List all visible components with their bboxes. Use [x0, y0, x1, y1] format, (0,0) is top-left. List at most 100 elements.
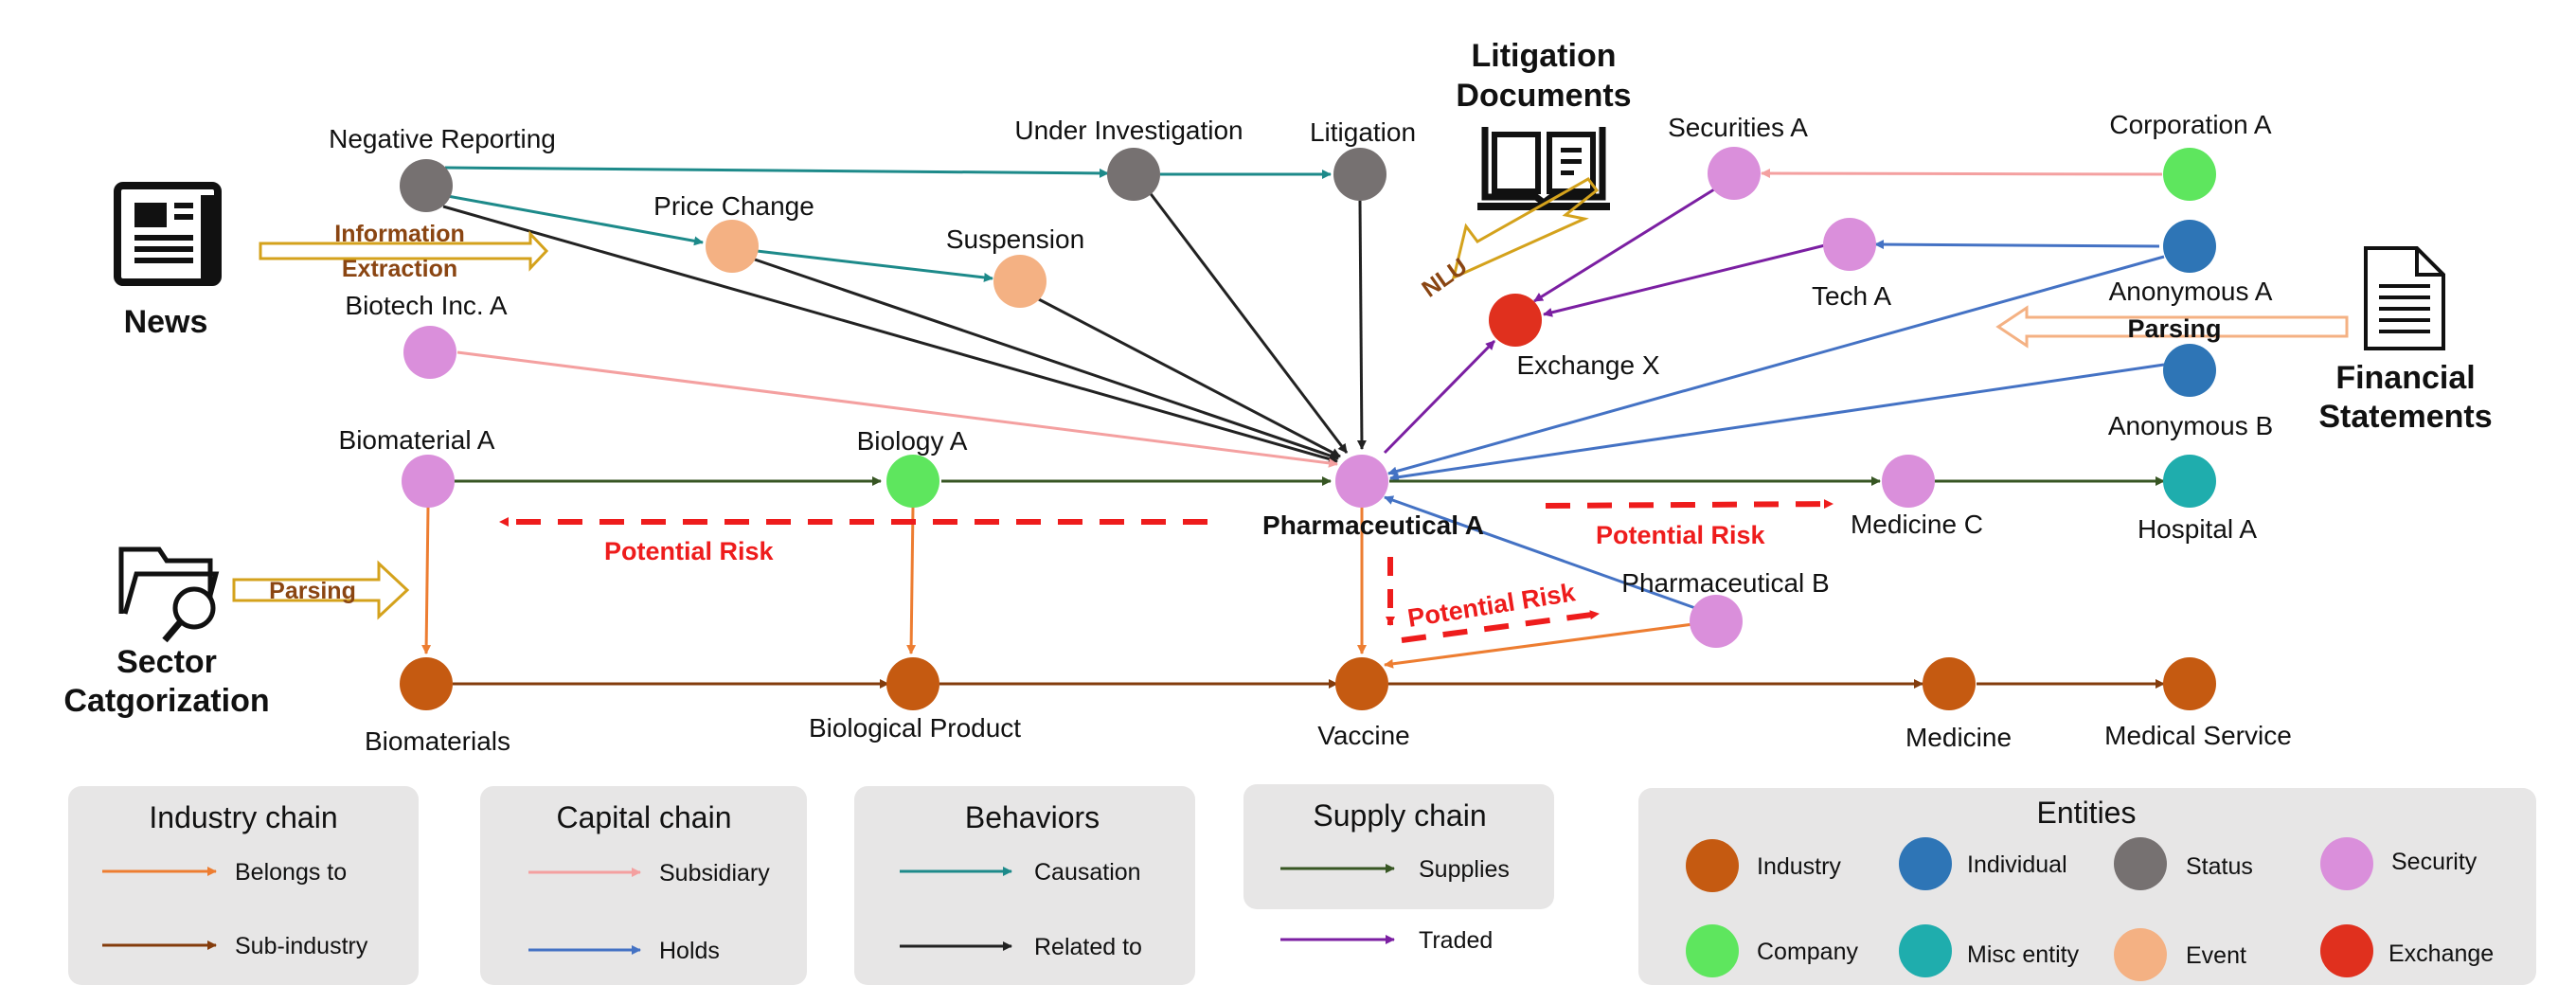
- legend-item: Company: [1757, 939, 1858, 965]
- nodes: [400, 147, 2216, 710]
- legend-title: Entities: [2037, 796, 2137, 830]
- node-negative-reporting[interactable]: [400, 159, 453, 212]
- node-label: Price Change: [653, 191, 814, 221]
- node-price-change[interactable]: [706, 220, 759, 273]
- legend-item: Traded: [1419, 927, 1493, 954]
- edge-belongs-to: [1384, 622, 1694, 669]
- legend-item: Belongs to: [235, 859, 347, 886]
- node-label: Medicine C: [1851, 510, 1983, 539]
- edge-holds: [1387, 255, 2165, 476]
- legend-item: Causation: [1034, 859, 1141, 886]
- legend-misc-entity-swatch: [1899, 924, 1952, 977]
- financial-statements-label: Statements: [2318, 399, 2492, 435]
- node-labels: Negative Reporting Price Change Suspensi…: [329, 110, 2292, 756]
- node-label: Tech A: [1812, 281, 1891, 311]
- legend-exchange-swatch: [2320, 924, 2373, 977]
- node-hospital-a[interactable]: [2163, 455, 2216, 508]
- node-label: Anonymous A: [2109, 277, 2273, 306]
- node-biology-a[interactable]: [886, 455, 939, 508]
- legend-item: Related to: [1034, 934, 1142, 960]
- legend-title: Supply chain: [1313, 798, 1486, 833]
- legend-entities: Entities Industry Individual Status Secu…: [1638, 788, 2536, 985]
- parsing-arrow-sector: Parsing: [232, 560, 410, 620]
- newspaper-icon: [114, 182, 222, 286]
- risk-label: Potential Risk: [604, 537, 775, 565]
- financial-statements-source: Financial Statements: [2318, 246, 2493, 435]
- edge-causation: [756, 249, 993, 282]
- legend-item: Security: [2391, 849, 2478, 875]
- litigation-documents-label: Documents: [1456, 78, 1631, 114]
- node-exchange-x[interactable]: [1489, 294, 1542, 347]
- node-biological-product[interactable]: [886, 657, 939, 710]
- node-label: Negative Reporting: [329, 124, 556, 153]
- node-medical-service[interactable]: [2163, 657, 2216, 710]
- edge-traded: [1543, 243, 1826, 317]
- edge-causation: [441, 193, 704, 246]
- book-icon: [1477, 127, 1610, 210]
- node-label: Biology A: [857, 426, 968, 456]
- node-label: Medical Service: [2104, 721, 2292, 750]
- sector-categorization-label: Sector: [116, 644, 217, 680]
- legend-item: Subsidiary: [659, 860, 770, 887]
- node-label: Vaccine: [1317, 721, 1410, 750]
- node-anonymous-a[interactable]: [2163, 220, 2216, 273]
- legend-capital-chain: Capital chain Subsidiary Holds: [480, 786, 807, 985]
- litigation-documents-source: Litigation Documents: [1456, 38, 1632, 210]
- node-biotech-inc-a[interactable]: [403, 326, 456, 379]
- node-medicine[interactable]: [1923, 657, 1976, 710]
- document-icon: [2364, 246, 2445, 350]
- legend-item: Status: [2186, 853, 2253, 880]
- legend-title: Industry chain: [149, 800, 337, 834]
- node-label: Exchange X: [1517, 350, 1660, 380]
- node-label: Suspension: [946, 224, 1084, 254]
- edges: [421, 166, 2165, 689]
- edge-related: [442, 205, 1338, 464]
- node-label: Biotech Inc. A: [345, 291, 508, 320]
- legend-supply-chain: Supply chain Supplies Traded: [1243, 784, 1554, 954]
- news-label: News: [124, 304, 208, 340]
- legend-industry-chain: Industry chain Belongs to Sub-industry: [68, 786, 419, 985]
- information-extraction-label: Information: [334, 221, 465, 247]
- legend-item: Event: [2186, 942, 2246, 969]
- node-pharmaceutical-a[interactable]: [1335, 455, 1388, 508]
- edge-holds: [1389, 363, 2165, 482]
- node-under-investigation[interactable]: [1107, 148, 1160, 201]
- legend-company-swatch: [1686, 924, 1739, 977]
- node-label: Corporation A: [2109, 110, 2272, 139]
- legend-title: Behaviors: [965, 800, 1100, 834]
- edge-subsidiary: [456, 350, 1338, 468]
- edge-related: [1356, 200, 1367, 450]
- edge-belongs-to: [421, 506, 432, 654]
- node-label: Hospital A: [2138, 514, 2257, 544]
- legend-item: Misc entity: [1967, 941, 2080, 968]
- legend-item: Industry: [1757, 853, 1841, 880]
- node-anonymous-b[interactable]: [2163, 344, 2216, 397]
- node-label: Under Investigation: [1014, 116, 1243, 145]
- node-litigation[interactable]: [1333, 148, 1386, 201]
- information-extraction-label: Extraction: [342, 256, 457, 282]
- node-pharmaceutical-b[interactable]: [1690, 595, 1743, 648]
- legend-individual-swatch: [1899, 837, 1952, 890]
- node-suspension[interactable]: [993, 255, 1046, 308]
- edge-subsidiary: [1761, 169, 2163, 179]
- litigation-documents-label: Litigation: [1472, 38, 1617, 74]
- node-biomaterial-a[interactable]: [402, 455, 455, 508]
- edge-holds: [1874, 240, 2160, 250]
- edge-holds: [1384, 495, 1696, 610]
- sector-categorization-label: Catgorization: [63, 683, 269, 719]
- legend-item: Holds: [659, 938, 720, 964]
- legend-item: Exchange: [2388, 940, 2494, 967]
- parsing-arrow-financial: Parsing: [1995, 305, 2349, 349]
- parsing-label: Parsing: [2127, 314, 2221, 343]
- node-medicine-c[interactable]: [1882, 455, 1935, 508]
- node-corporation-a[interactable]: [2163, 148, 2216, 201]
- edge-related: [754, 258, 1339, 460]
- node-label: Biological Product: [809, 713, 1021, 743]
- node-vaccine[interactable]: [1335, 657, 1388, 710]
- node-biomaterials[interactable]: [400, 657, 453, 710]
- edge-causation: [444, 166, 1109, 178]
- folder-search-icon: [118, 546, 220, 643]
- node-tech-a[interactable]: [1823, 218, 1876, 271]
- node-securities-a[interactable]: [1708, 147, 1761, 200]
